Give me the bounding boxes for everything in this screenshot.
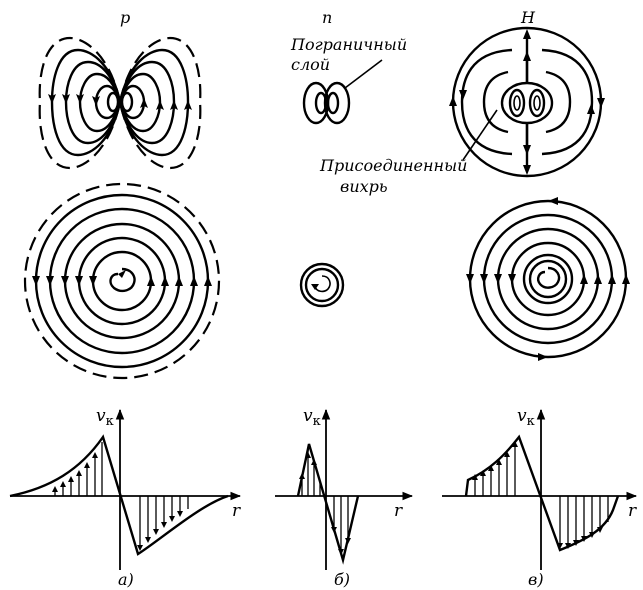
velocity-graph-b xyxy=(275,408,414,570)
free-vortex-rings xyxy=(23,182,221,380)
caption-a: а) xyxy=(118,570,134,589)
velocity-graph-c xyxy=(442,408,638,570)
caption-b: б) xyxy=(334,570,350,589)
graph-c-axis-v: vк xyxy=(517,406,535,429)
attached-vortex-h xyxy=(449,26,605,178)
graph-c-axis-r: r xyxy=(628,501,637,521)
dipole-flow-p xyxy=(38,36,202,170)
label-attached-vortex-1: Присоединенный xyxy=(319,156,467,175)
column-label-h: H xyxy=(520,8,536,27)
boundary-layer-n xyxy=(302,59,383,125)
attached-vortex-rings xyxy=(466,197,630,361)
column-label-n: n xyxy=(322,8,332,27)
graph-b-axis-v: vк xyxy=(303,406,321,429)
graph-a-axis-v: vк xyxy=(96,406,114,429)
velocity-graph-a xyxy=(9,408,242,570)
graph-b-axis-r: r xyxy=(394,501,403,521)
column-label-p: p xyxy=(120,8,130,27)
label-attached-vortex-2: вихрь xyxy=(340,177,388,196)
caption-c: в) xyxy=(528,570,544,589)
label-boundary-layer-1: Пограничный xyxy=(290,35,407,54)
small-vortex-n xyxy=(299,262,345,308)
label-boundary-layer-2: слой xyxy=(291,55,330,74)
graph-a-axis-r: r xyxy=(232,501,241,521)
